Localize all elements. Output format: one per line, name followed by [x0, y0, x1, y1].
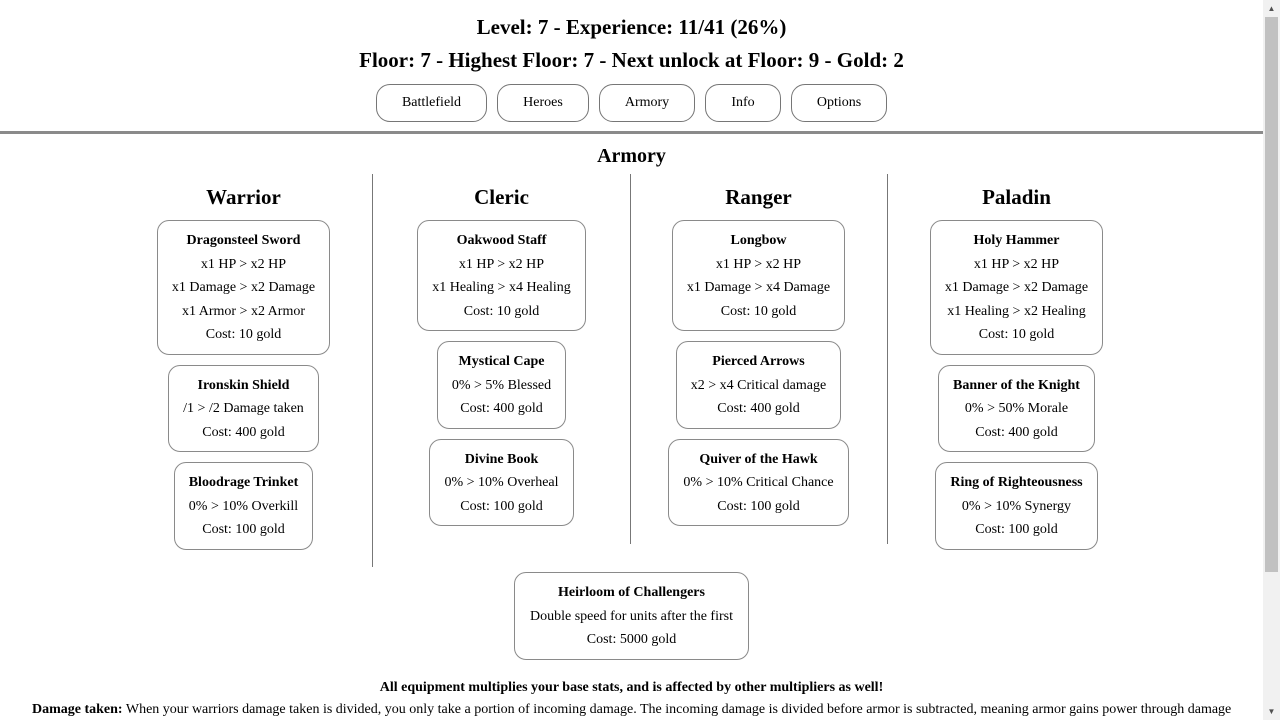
item-cost: Cost: 100 gold [202, 522, 285, 537]
header-divider [0, 131, 1263, 134]
vertical-scrollbar[interactable]: ▲ ▼ [1263, 0, 1280, 720]
item-effect: x1 HP > x2 HP [973, 256, 1060, 272]
ranger-column: Ranger Longbow x1 HP > x2 HP x1 Damage >… [630, 174, 888, 544]
paladin-column: Paladin Holy Hammer x1 HP > x2 HP x1 Dam… [888, 174, 1145, 550]
item-effect: x1 Damage > x2 Damage [944, 280, 1089, 295]
item-effect: 0% > 10% Overheal [444, 475, 559, 490]
main-nav: Battlefield Heroes Armory Info Options [0, 84, 1263, 122]
equipment-dragonsteel-sword[interactable]: Dragonsteel Sword x1 HP > x2 HP x1 Damag… [156, 220, 331, 355]
item-cost: Cost: 400 gold [975, 424, 1058, 440]
item-name: Holy Hammer [973, 233, 1060, 248]
item-name: Quiver of the Hawk [699, 451, 818, 467]
options-button[interactable]: Options [791, 84, 887, 122]
item-cost: Cost: 400 gold [717, 401, 800, 416]
item-name: Mystical Cape [458, 354, 545, 369]
item-name: Dragonsteel Sword [186, 233, 301, 248]
item-effect: x1 HP > x2 HP [458, 256, 545, 272]
item-cost: Cost: 100 gold [975, 522, 1058, 537]
item-name: Longbow [730, 233, 787, 248]
equipment-ring-of-righteousness[interactable]: Ring of Righteousness 0% > 10% Synergy C… [935, 462, 1098, 550]
equipment-note: All equipment multiplies your base stats… [379, 680, 884, 695]
item-effect: 0% > 50% Morale [964, 401, 1069, 416]
item-cost: Cost: 10 gold [463, 303, 540, 319]
item-name: Oakwood Staff [456, 233, 547, 248]
item-effect: x1 Damage > x4 Damage [686, 280, 831, 295]
equipment-mystical-cape[interactable]: Mystical Cape 0% > 5% Blessed Cost: 400 … [436, 341, 567, 429]
item-name: Heirloom of Challengers [558, 585, 705, 600]
item-name: Ring of Righteousness [950, 475, 1083, 490]
cleric-title: Cleric [474, 185, 529, 209]
item-cost: Cost: 100 gold [717, 498, 800, 514]
info-button[interactable]: Info [705, 84, 781, 122]
item-effect: x1 HP > x2 HP [200, 256, 287, 272]
item-effect: x1 Damage > x2 Damage [171, 280, 316, 295]
equipment-quiver-of-the-hawk[interactable]: Quiver of the Hawk 0% > 10% Critical Cha… [668, 438, 849, 526]
item-name: Divine Book [464, 451, 539, 467]
item-name: Ironskin Shield [197, 377, 290, 393]
damage-taken-label: Damage taken: [32, 702, 123, 717]
item-effect: 0% > 10% Overkill [188, 498, 299, 514]
item-effect: x1 HP > x2 HP [715, 256, 802, 272]
equipment-longbow[interactable]: Longbow x1 HP > x2 HP x1 Damage > x4 Dam… [671, 220, 846, 331]
item-name: Pierced Arrows [712, 354, 805, 369]
floor-gold-status: Floor: 7 - Highest Floor: 7 - Next unloc… [359, 48, 904, 72]
equipment-pierced-arrows[interactable]: Pierced Arrows x2 > x4 Critical damage C… [675, 341, 842, 429]
item-cost: Cost: 400 gold [460, 401, 543, 416]
equipment-banner-of-the-knight[interactable]: Banner of the Knight 0% > 50% Morale Cos… [938, 364, 1095, 452]
armory-title: Armory [597, 145, 666, 167]
warrior-title: Warrior [206, 185, 281, 209]
item-effect: 0% > 10% Critical Chance [683, 475, 834, 490]
item-effect: 0% > 5% Blessed [451, 377, 552, 393]
ranger-title: Ranger [725, 185, 792, 209]
item-cost: Cost: 400 gold [202, 424, 285, 440]
equipment-holy-hammer[interactable]: Holy Hammer x1 HP > x2 HP x1 Damage > x2… [929, 220, 1104, 355]
equipment-divine-book[interactable]: Divine Book 0% > 10% Overheal Cost: 100 … [429, 438, 574, 526]
item-effect: x1 Healing > x2 Healing [947, 303, 1086, 319]
cleric-column: Cleric Oakwood Staff x1 HP > x2 HP x1 He… [373, 174, 631, 544]
item-effect: x1 Armor > x2 Armor [182, 303, 305, 319]
item-effect: 0% > 10% Synergy [961, 498, 1072, 514]
item-cost: Cost: 10 gold [205, 327, 282, 342]
scroll-down-arrow-icon[interactable]: ▼ [1267, 707, 1276, 716]
item-effect: x2 > x4 Critical damage [690, 377, 827, 393]
damage-taken-description: Damage taken: When your warriors damage … [32, 702, 1252, 718]
warrior-column: Warrior Dragonsteel Sword x1 HP > x2 HP … [115, 174, 373, 567]
item-cost: Cost: 10 gold [978, 327, 1055, 342]
equipment-ironskin-shield[interactable]: Ironskin Shield /1 > /2 Damage taken Cos… [168, 364, 319, 452]
armory-button[interactable]: Armory [599, 84, 695, 122]
scrollbar-thumb[interactable] [1265, 17, 1278, 572]
item-cost: Cost: 100 gold [460, 498, 543, 514]
equipment-heirloom-of-challengers[interactable]: Heirloom of Challengers Double speed for… [514, 572, 749, 660]
heroes-button[interactable]: Heroes [497, 84, 589, 122]
scroll-up-arrow-icon[interactable]: ▲ [1267, 4, 1276, 13]
level-experience-status: Level: 7 - Experience: 11/41 (26%) [476, 15, 787, 39]
item-effect: /1 > /2 Damage taken [183, 401, 304, 416]
battlefield-button[interactable]: Battlefield [376, 84, 487, 122]
equipment-oakwood-staff[interactable]: Oakwood Staff x1 HP > x2 HP x1 Healing >… [417, 220, 586, 331]
damage-taken-text: When your warriors damage taken is divid… [122, 702, 1232, 717]
equipment-bloodrage-trinket[interactable]: Bloodrage Trinket 0% > 10% Overkill Cost… [173, 462, 314, 550]
item-name: Bloodrage Trinket [188, 475, 299, 490]
item-cost: Cost: 5000 gold [586, 632, 677, 647]
item-effect: Double speed for units after the first [530, 608, 733, 624]
paladin-title: Paladin [982, 185, 1051, 209]
item-cost: Cost: 10 gold [720, 303, 797, 319]
item-effect: x1 Healing > x4 Healing [432, 280, 571, 295]
item-name: Banner of the Knight [953, 377, 1080, 393]
